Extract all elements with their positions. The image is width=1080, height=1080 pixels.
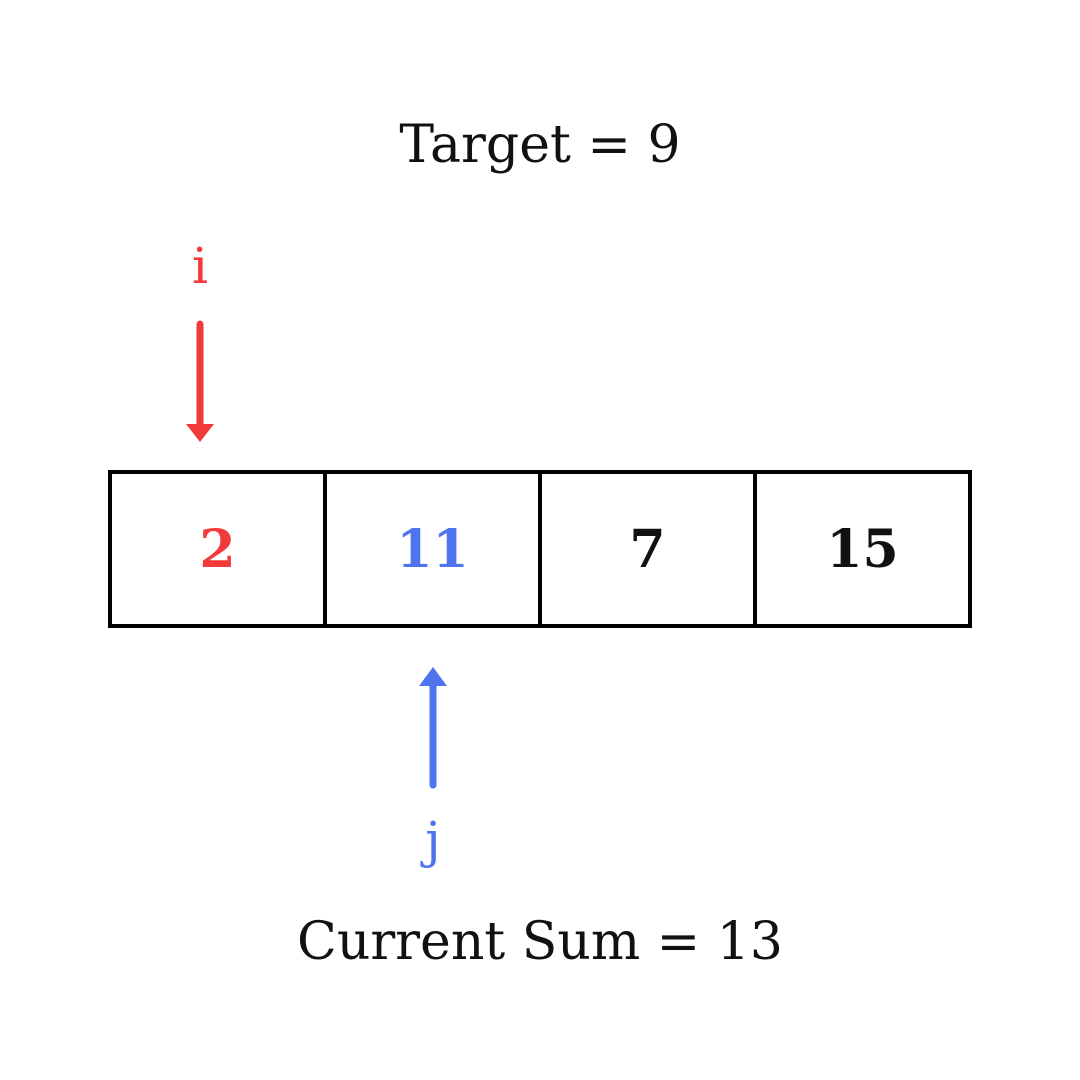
pointer-j-label: j xyxy=(425,811,441,869)
array-value: 11 xyxy=(396,518,469,580)
array-value: 7 xyxy=(629,518,666,580)
current-sum-label: Current Sum = 13 xyxy=(297,912,783,972)
pointer-j-arrow xyxy=(419,667,447,789)
array-value: 15 xyxy=(826,518,899,580)
pointer-i-label: i xyxy=(192,237,208,295)
array-cell-1: 11 xyxy=(327,474,542,624)
array-box: 2 11 7 15 xyxy=(108,470,972,628)
array-cell-2: 7 xyxy=(542,474,757,624)
pointer-i-arrow xyxy=(186,320,214,442)
array-cell-3: 15 xyxy=(757,474,968,624)
array-value: 2 xyxy=(199,518,236,580)
target-label: Target = 9 xyxy=(399,115,681,175)
array-cell-0: 2 xyxy=(112,474,327,624)
